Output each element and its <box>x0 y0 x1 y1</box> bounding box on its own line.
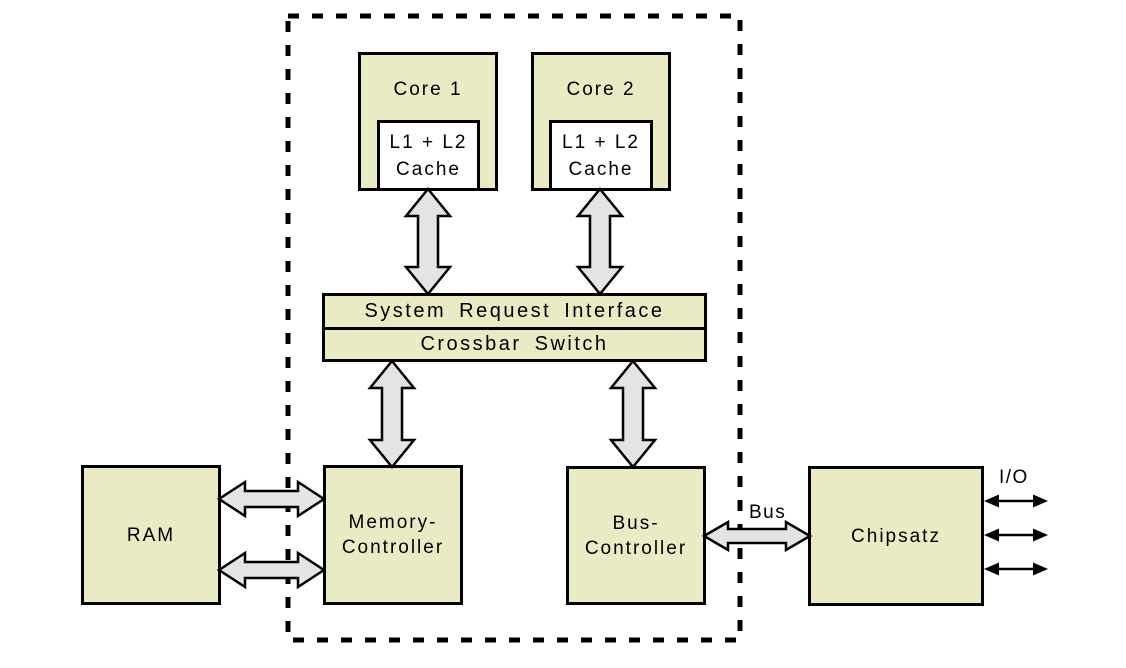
memory-controller-line1: Memory- <box>348 512 438 533</box>
node-crossbar-switch: Crossbar Switch <box>322 327 707 362</box>
node-system-request-interface: System Request Interface <box>322 293 707 330</box>
node-memory-controller: Memory- Controller <box>323 465 463 605</box>
arrow-cache2-sri <box>575 187 625 296</box>
ram-label: RAM <box>126 524 176 546</box>
io-arrow-3 <box>984 562 1048 576</box>
io-label: I/O <box>999 467 1029 488</box>
arrow-ram-memory-controller-2 <box>216 550 327 590</box>
arrow-ram-memory-controller-1 <box>216 479 327 519</box>
io-arrow-1 <box>984 494 1048 508</box>
sri-label: System Request Interface <box>364 300 665 322</box>
cache2-line1: L1 + L2 <box>562 131 640 153</box>
cache1-line1: L1 + L2 <box>389 131 468 153</box>
bus-controller-line2: Controller <box>584 537 688 559</box>
core1-label: Core 1 <box>393 79 463 100</box>
node-bus-controller: Bus- Controller <box>566 466 706 605</box>
chipset-label: Chipsatz <box>851 525 941 547</box>
memory-controller-line2: Controller <box>341 537 445 558</box>
cache1-line2: Cache <box>396 158 461 180</box>
node-ram: RAM <box>81 465 221 605</box>
node-cache2: L1 + L2 Cache <box>549 120 653 191</box>
arrow-bus-controller-chipset <box>701 519 813 553</box>
arrow-crossbar-bus-controller <box>608 359 658 469</box>
arrow-cache1-sri <box>403 187 453 296</box>
io-arrow-2 <box>984 528 1048 542</box>
cache2-line2: Cache <box>568 158 634 180</box>
core2-label: Core 2 <box>566 79 636 100</box>
arrow-crossbar-memory-controller <box>367 359 417 469</box>
crossbar-label: Crossbar Switch <box>420 333 609 355</box>
bus-label: Bus <box>749 502 787 523</box>
bus-controller-line1: Bus- <box>612 512 660 534</box>
node-cache1: L1 + L2 Cache <box>377 120 480 191</box>
node-chipset: Chipsatz <box>808 466 984 606</box>
